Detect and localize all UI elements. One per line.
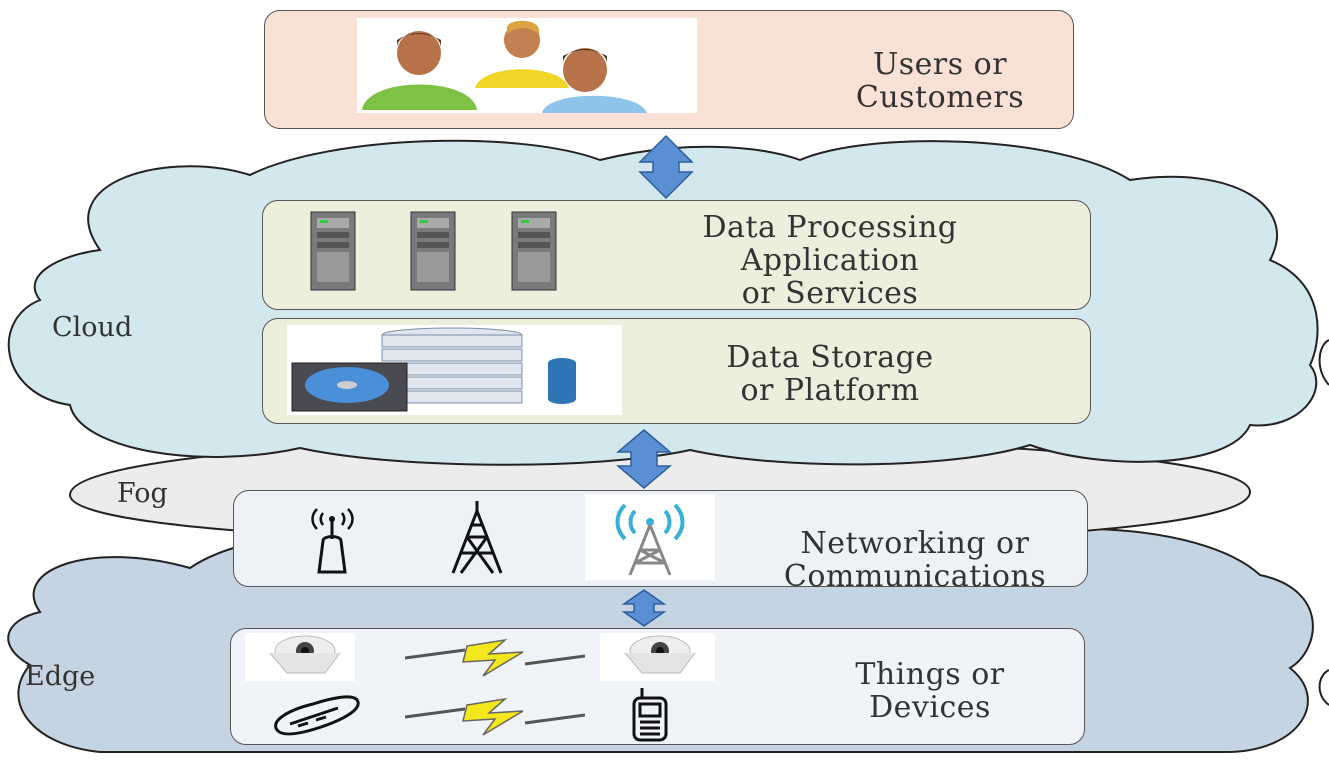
arrow-users-cloud [638,134,694,200]
things-label: Things or Devices [815,658,1045,724]
things-label-line1: Things or [855,657,1005,692]
arrow-fog-edge [621,589,667,627]
networking-label-line1: Networking or [800,526,1030,561]
database-icon [287,325,622,415]
antenna-icon [305,497,360,581]
phone-icon [268,690,363,744]
arrow-cloud-fog [615,429,673,489]
walkie-talkie-icon [628,686,673,748]
server-icon [506,210,562,296]
wireless-tower-icon [585,495,715,580]
storage-label-line2: or Platform [740,373,920,408]
networking-label-line2: Communications [783,559,1047,594]
processing-label-line1: Data Processing [702,210,958,245]
server-icon [405,210,461,296]
server-icon [305,210,361,296]
tower-icon [447,497,507,581]
processing-label-line3: or Services [741,276,919,311]
storage-label-line1: Data Storage [726,340,934,375]
camera-icon [600,633,715,681]
processing-box [262,200,1091,310]
lightning-icon [404,636,586,685]
tier-label-fog: Fog [117,478,168,509]
camera-icon [245,633,355,681]
tier-label-cloud: Cloud [52,312,133,343]
lightning-icon [404,695,586,744]
users-label-line1: Users or [872,47,1008,82]
networking-label: Networking or Communications [765,527,1065,593]
users-group-icon [357,18,697,113]
storage-label: Data Storage or Platform [670,341,990,407]
tier-label-edge: Edge [25,661,96,692]
processing-label-line2: Application [740,243,920,278]
things-label-line2: Devices [869,690,991,725]
users-label: Users or Customers [820,48,1060,114]
processing-label: Data Processing Application or Services [640,211,1020,310]
users-label-line2: Customers [855,80,1025,115]
